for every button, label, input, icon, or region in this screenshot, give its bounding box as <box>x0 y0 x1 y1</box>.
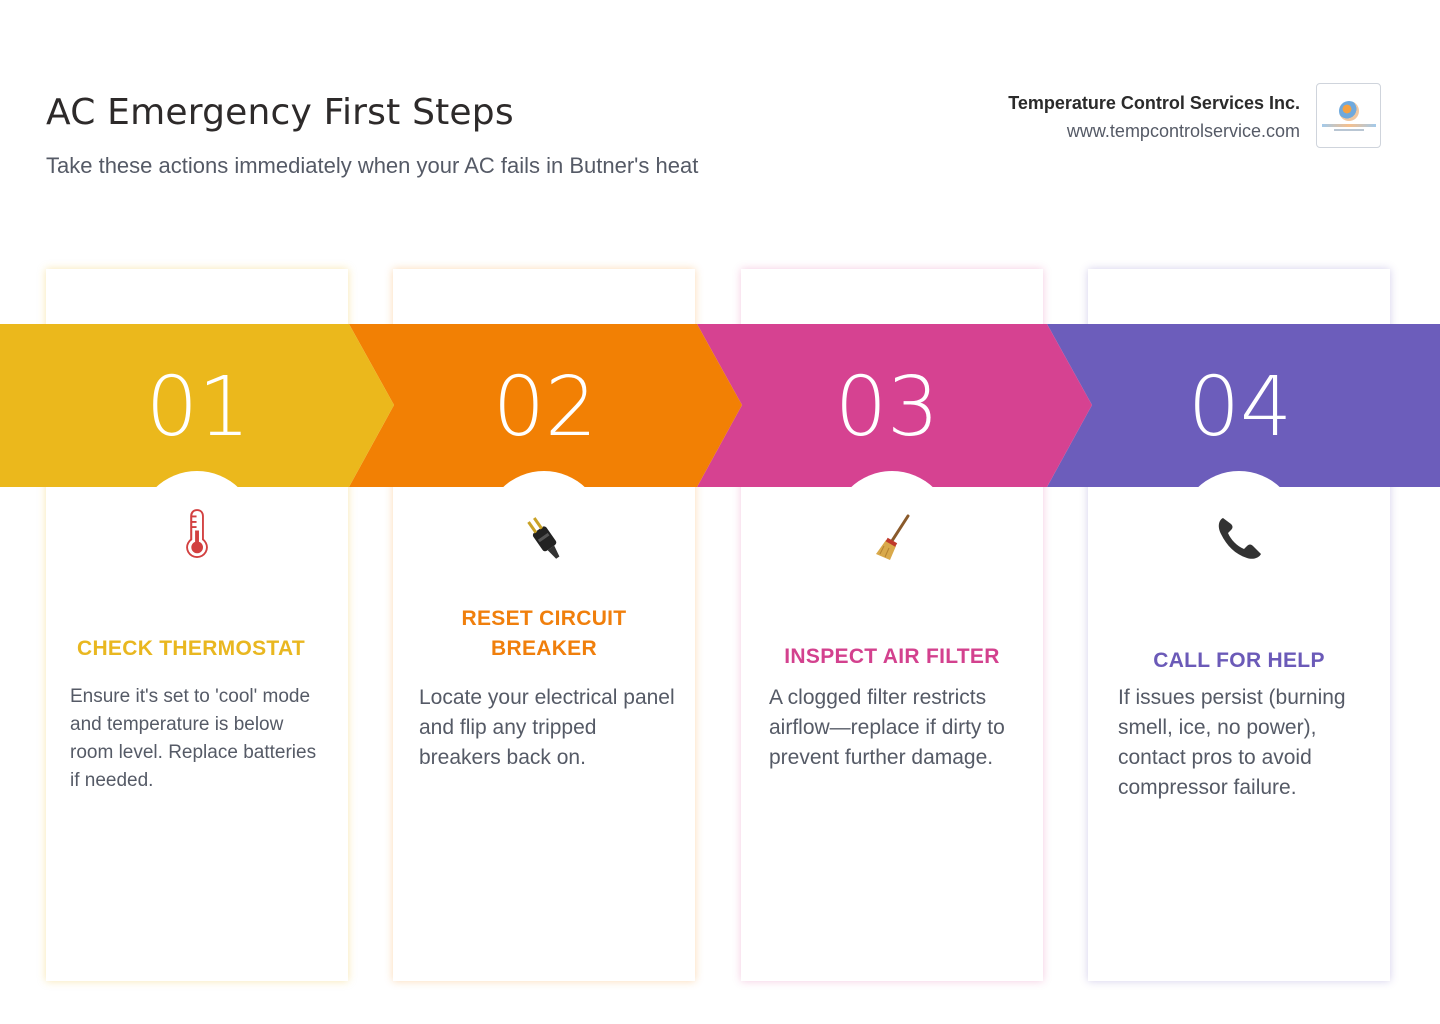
step-arrow-4 <box>1047 324 1440 487</box>
step-title: CHECK THERMOSTAT <box>76 637 305 660</box>
logo-wordmark <box>1321 123 1376 127</box>
logo-mark-icon <box>1338 100 1359 121</box>
page-title: AC Emergency First Steps <box>46 92 514 133</box>
step-arrow-3 <box>697 324 1092 487</box>
step-description: A clogged filter restricts airflow—repla… <box>769 686 1005 769</box>
icon-circle-1 <box>137 471 257 503</box>
step-description: Locate your electrical panel and flip an… <box>419 686 675 769</box>
brand-block: Temperature Control Services Inc. www.te… <box>1008 90 1300 144</box>
telephone-icon <box>1088 504 1390 568</box>
step-number-4: 04 <box>1188 360 1292 455</box>
step-arrow-2 <box>349 324 742 487</box>
step-number-2: 02 <box>493 360 597 455</box>
step-description: Ensure it's set to 'cool' mode and tempe… <box>70 686 317 791</box>
step-description: If issues persist (burning smell, ice, n… <box>1118 686 1346 799</box>
step-number-3: 03 <box>835 360 939 455</box>
step-title: CALL FOR HELP <box>1153 649 1325 672</box>
page-subtitle: Take these actions immediately when your… <box>46 153 699 178</box>
icon-circle-4 <box>1179 471 1299 503</box>
brand-url[interactable]: www.tempcontrolservice.com <box>1066 121 1300 141</box>
step-arrow-1 <box>0 324 394 487</box>
broom-icon <box>741 504 1043 568</box>
step-number-1: 01 <box>146 360 250 455</box>
logo-tagline <box>1333 128 1364 131</box>
icon-circle-3 <box>832 471 952 503</box>
electric-plug-icon <box>393 504 695 568</box>
step-title: RESET CIRCUIT BREAKER <box>461 607 627 660</box>
step-title: INSPECT AIR FILTER <box>784 645 1000 668</box>
steps-arrow-band: 01 02 03 04 <box>0 324 1440 487</box>
thermometer-icon: 🌡 <box>166 506 228 562</box>
icon-circle-2 <box>484 471 604 503</box>
brand-logo <box>1316 83 1381 148</box>
brand-name: Temperature Control Services Inc. <box>1008 93 1300 113</box>
